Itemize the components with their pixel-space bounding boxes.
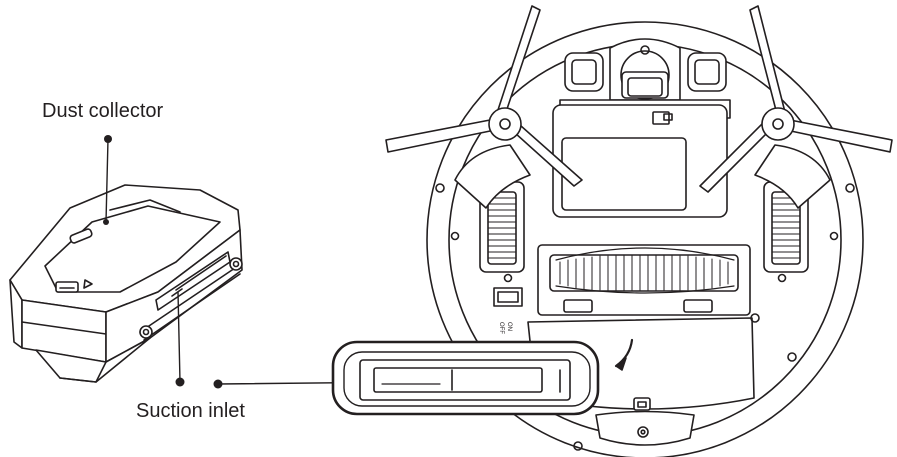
suction-inlet-callout — [331, 340, 600, 416]
right-side-brush — [699, 5, 893, 193]
off-switch-label: OFF — [498, 322, 504, 334]
suction-inlet-label: Suction inlet — [136, 400, 245, 422]
on-switch-label: ON — [506, 322, 512, 331]
dust-collector-drawing — [9, 184, 243, 383]
left-side-brush — [385, 5, 583, 187]
dust-collector-label: Dust collector — [42, 100, 164, 122]
